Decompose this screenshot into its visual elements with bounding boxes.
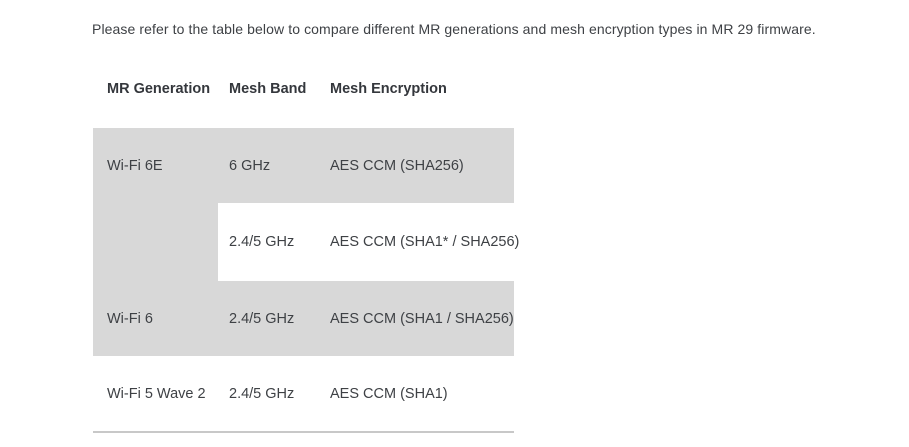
table-row-wifi6e-6ghz: Wi-Fi 6E 6 GHz AES CCM (SHA256) bbox=[93, 128, 514, 203]
cell-generation: Wi-Fi 5 Wave 2 bbox=[107, 385, 206, 402]
column-header-mesh-band: Mesh Band bbox=[229, 81, 307, 97]
column-header-mr-generation: MR Generation bbox=[107, 81, 211, 97]
table-header-row: MR Generation Mesh Band Mesh Encryption bbox=[93, 76, 514, 128]
cell-band: 2.4/5 GHz bbox=[229, 385, 295, 402]
cell-generation: Wi-Fi 6E bbox=[93, 128, 218, 203]
cell-encryption: AES CCM (SHA1) bbox=[330, 385, 448, 402]
table-row-wifi5-wave2: Wi-Fi 5 Wave 2 2.4/5 GHz AES CCM (SHA1) bbox=[93, 356, 514, 431]
table-row-wifi6: Wi-Fi 6 2.4/5 GHz AES CCM (SHA1 / SHA256… bbox=[93, 281, 514, 356]
cell-encryption: AES CCM (SHA256) bbox=[319, 128, 514, 203]
cell-band: 2.4/5 GHz bbox=[218, 281, 319, 356]
cell-generation: Wi-Fi 6 bbox=[93, 281, 218, 356]
intro-paragraph: Please refer to the table below to compa… bbox=[92, 21, 816, 37]
cell-generation bbox=[93, 203, 218, 281]
cell-encryption: AES CCM (SHA1* / SHA256) bbox=[330, 234, 520, 250]
cell-band: 2.4/5 GHz bbox=[229, 234, 295, 250]
mesh-comparison-table: MR Generation Mesh Band Mesh Encryption … bbox=[93, 76, 520, 433]
cell-band: 6 GHz bbox=[218, 128, 319, 203]
table-row-wifi6e-245ghz: 2.4/5 GHz AES CCM (SHA1* / SHA256) bbox=[93, 203, 520, 281]
column-header-mesh-encryption: Mesh Encryption bbox=[330, 81, 447, 97]
cell-encryption: AES CCM (SHA1 / SHA256) bbox=[319, 281, 514, 356]
